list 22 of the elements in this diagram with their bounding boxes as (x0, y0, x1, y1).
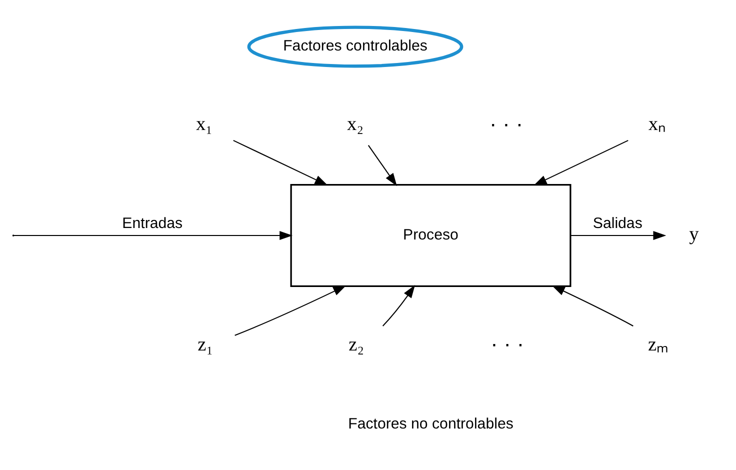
arrow (368, 144, 397, 186)
arrow (570, 230, 666, 240)
node-text: xₙ (648, 114, 666, 135)
node-text: x₂ (347, 114, 364, 135)
arrow (552, 285, 634, 326)
arrow (234, 285, 346, 336)
node-text: x₁ (196, 114, 212, 135)
node-ellipse: Factores controlables (247, 25, 464, 68)
label: · · · (490, 110, 524, 136)
label: · · · (490, 330, 524, 356)
edge-label: Salidas (592, 214, 642, 232)
node-text: zₘ (648, 334, 669, 355)
arrow (534, 139, 628, 185)
edge-label: Entradas (122, 214, 183, 232)
arrow (233, 139, 328, 185)
label: Factores no controlables (348, 414, 514, 432)
arrow (14, 230, 293, 240)
node-text: z₁ (198, 334, 214, 355)
node-box: Proceso (290, 184, 572, 286)
node-text: z₂ (348, 334, 364, 355)
arrow (382, 284, 416, 326)
node-text: y (689, 224, 699, 245)
